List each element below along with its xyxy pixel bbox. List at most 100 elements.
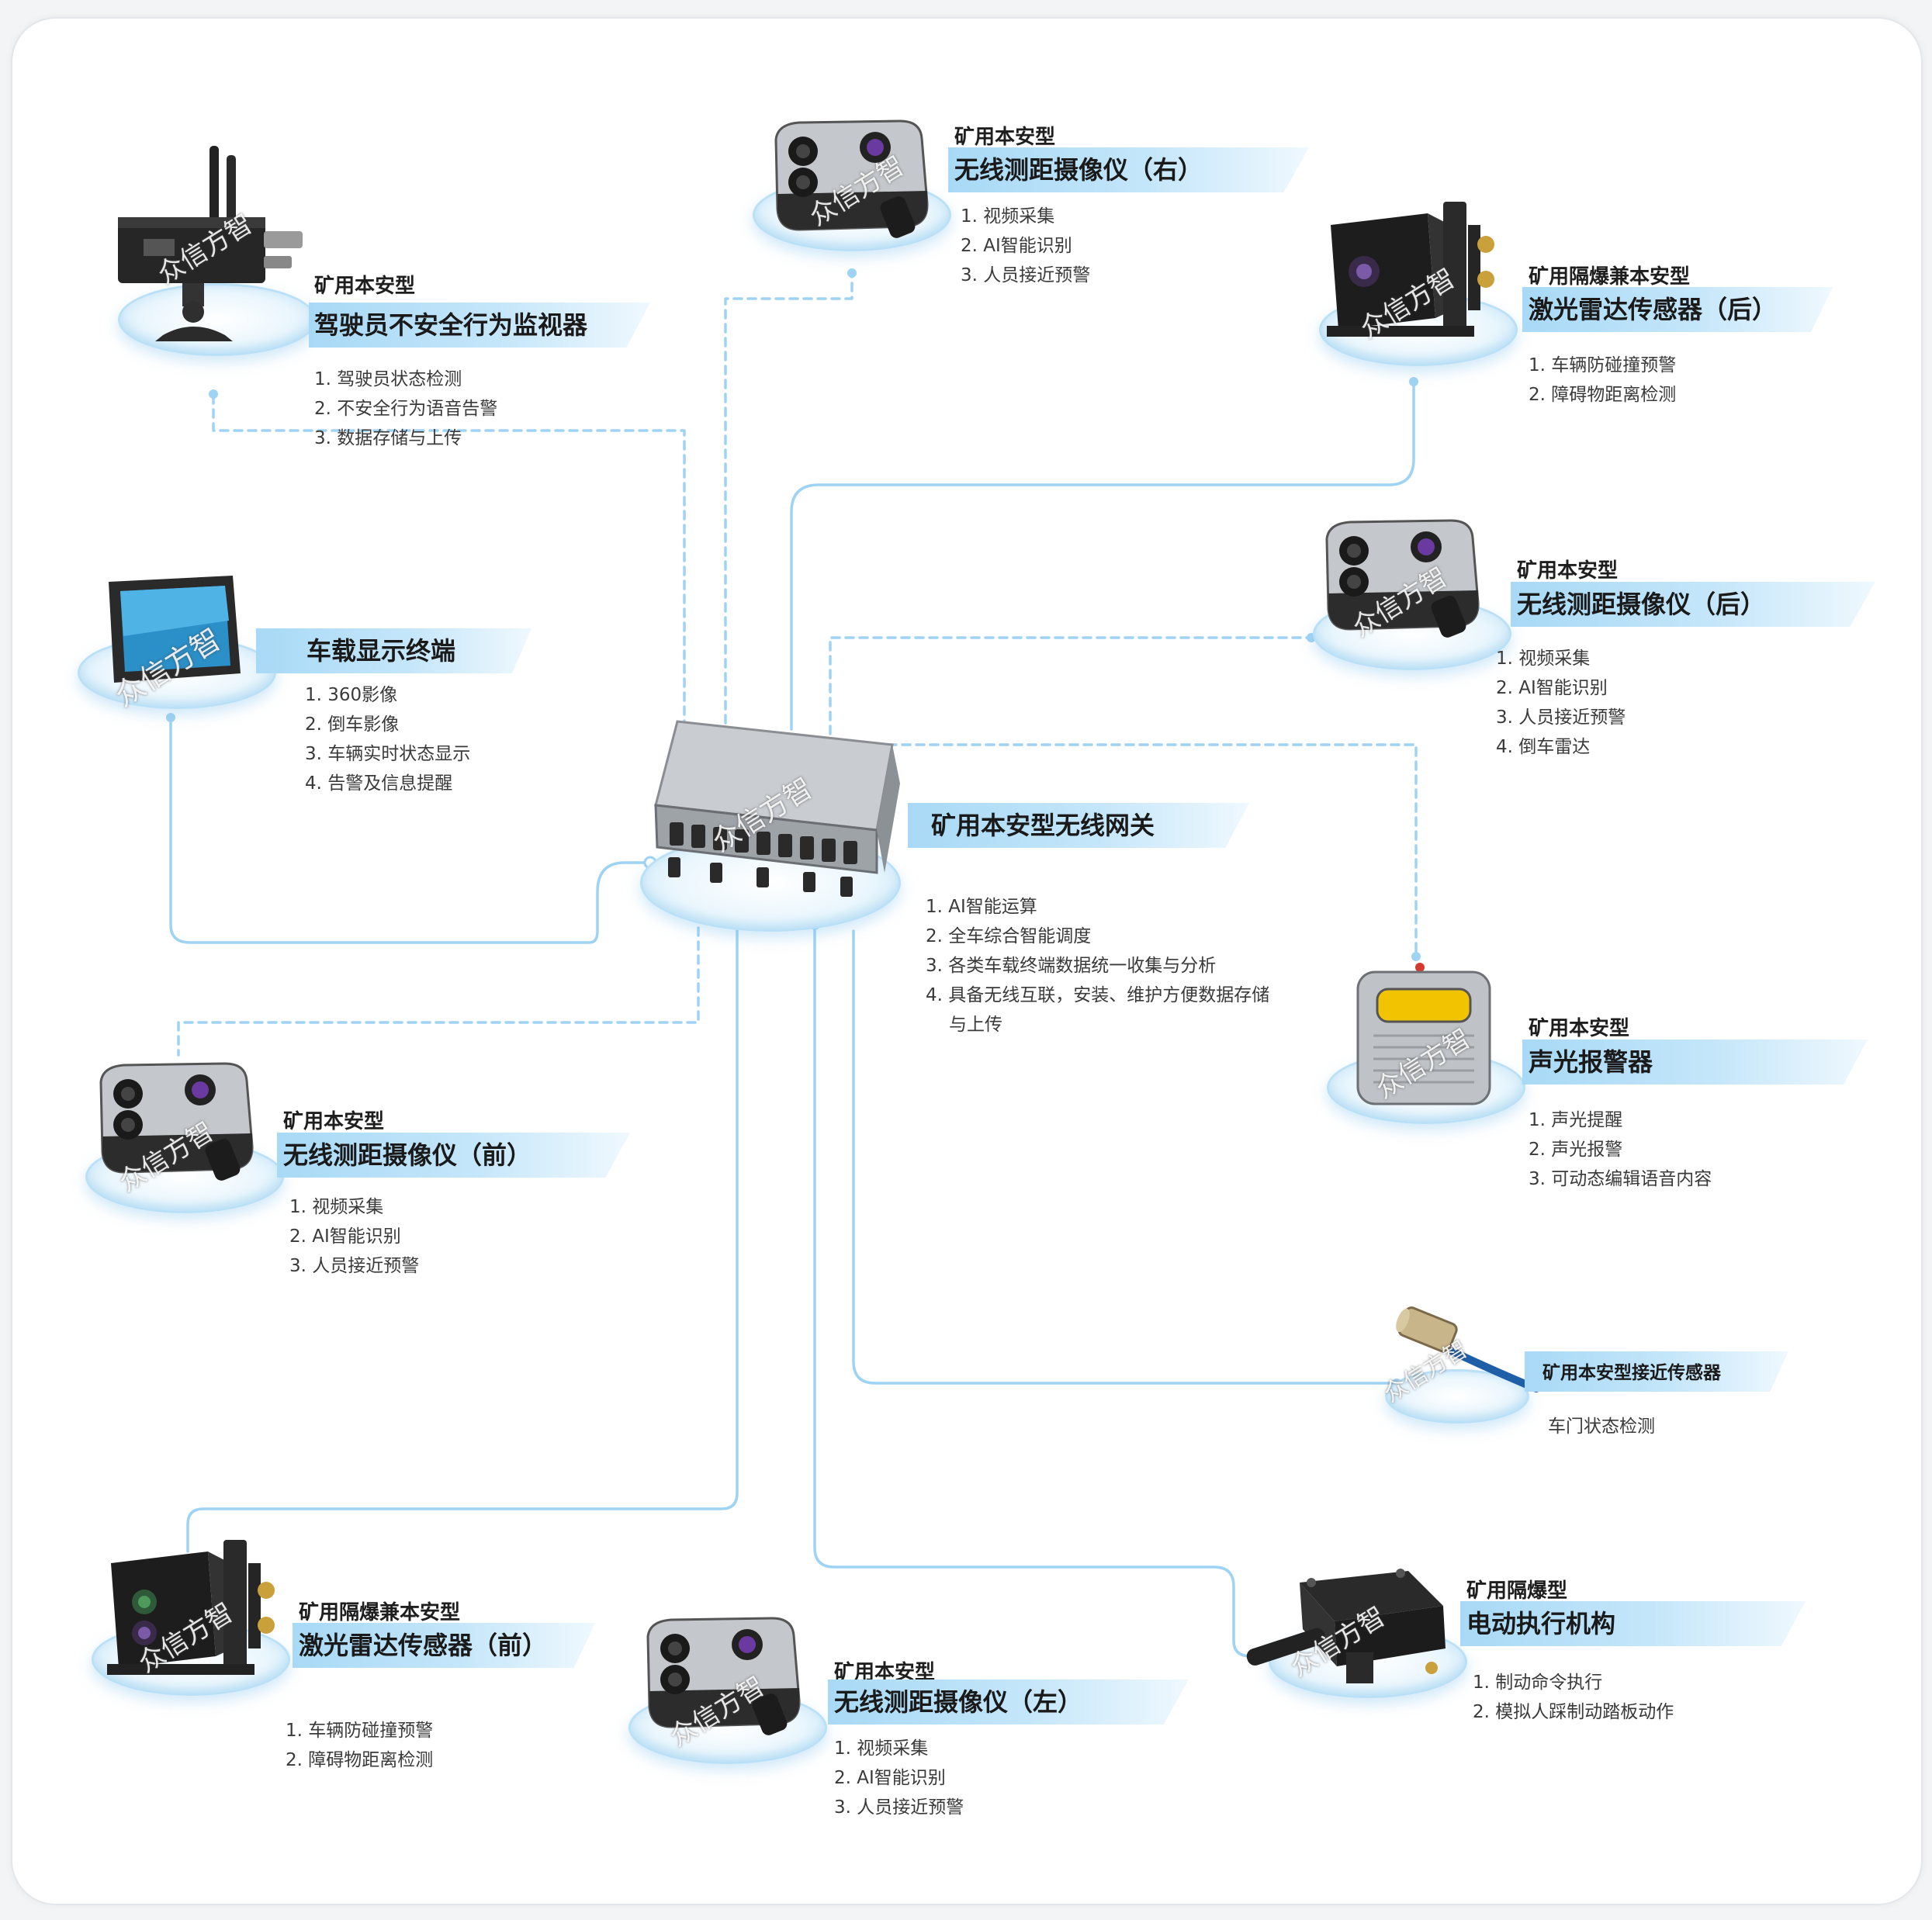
feature-item: 1. 视频采集 <box>1496 649 1591 669</box>
gateway-features: 1. AI智能运算 2. 全车综合智能调度 3. 各类车载终端数据统一收集与分析… <box>926 892 1275 1040</box>
actuator-title: 电动执行机构 <box>1466 1609 1616 1638</box>
wire-proximity-sensor <box>852 929 1398 1385</box>
feature-item: 2. 障碍物距离检测 <box>286 1750 434 1770</box>
alarm-features: 1. 声光提醒 2. 声光报警 3. 可动态编辑语音内容 <box>1529 1105 1712 1194</box>
feature-item: 4. 具备无线互联，安装、维护方便数据存储与上传 <box>926 985 1270 1035</box>
lidar-rear-subtitle: 矿用隔爆兼本安型 <box>1529 265 1691 289</box>
driver-monitor-features: 1. 驾驶员状态检测 2. 不安全行为语音告警 3. 数据存储与上传 <box>314 365 497 453</box>
feature-item: 车门状态检测 <box>1548 1417 1655 1437</box>
wire-alarm <box>887 743 1418 960</box>
title-band <box>1460 1601 1806 1646</box>
feature-item: 1. AI智能运算 <box>926 897 1037 917</box>
camera-rear-title: 无线测距摄像仪（后） <box>1517 590 1766 619</box>
proximity-sensor-features: 车门状态检测 <box>1548 1412 1655 1441</box>
camera-left-icon <box>646 1617 801 1735</box>
lidar-front-title: 激光雷达传感器（前） <box>299 1631 548 1660</box>
actuator-subtitle: 矿用隔爆型 <box>1466 1579 1568 1603</box>
wire-actuator <box>813 922 1282 1658</box>
feature-item: 1. 视频采集 <box>289 1197 384 1217</box>
camera-rear-icon <box>1325 519 1480 638</box>
camera-front-icon <box>99 1062 254 1181</box>
actuator-icon <box>1246 1569 1446 1683</box>
wire-camera-rear <box>829 636 1313 777</box>
feature-item: 4. 倒车雷达 <box>1496 737 1591 757</box>
gateway-title: 矿用本安型无线网关 <box>931 811 1155 840</box>
camera-right-features: 1. 视频采集 2. AI智能识别 3. 人员接近预警 <box>961 202 1090 290</box>
device-pedestal <box>118 283 317 356</box>
camera-right-title: 无线测距摄像仪（右） <box>954 155 1203 185</box>
feature-item: 2. 倒车影像 <box>305 714 400 735</box>
wire-endpoint <box>1411 952 1421 961</box>
wire-endpoint <box>847 268 857 278</box>
feature-item: 2. AI智能识别 <box>834 1768 946 1788</box>
feature-item: 2. 模拟人踩制动踏板动作 <box>1473 1702 1674 1722</box>
title-band <box>908 803 1249 848</box>
feature-item: 1. 360影像 <box>305 685 398 705</box>
title-band <box>1525 1351 1788 1392</box>
title-band <box>293 1623 595 1668</box>
lidar-rear-icon <box>1327 202 1494 337</box>
lidar-rear-title: 激光雷达传感器（后） <box>1529 295 1778 324</box>
wire-lidar-front <box>186 906 739 1553</box>
wire-endpoint <box>1409 377 1418 386</box>
feature-item: 2. AI智能识别 <box>961 236 1072 256</box>
title-band <box>828 1680 1189 1725</box>
feature-item: 2. 不安全行为语音告警 <box>314 399 498 419</box>
display-terminal-title: 车载显示终端 <box>306 636 456 666</box>
camera-front-subtitle: 矿用本安型 <box>283 1110 385 1133</box>
camera-front-features: 1. 视频采集 2. AI智能识别 3. 人员接近预警 <box>289 1192 419 1281</box>
wire-camera-right <box>724 270 853 739</box>
feature-item: 1. 视频采集 <box>834 1738 929 1759</box>
device-pedestal <box>1385 1369 1529 1424</box>
wire-driver-monitor <box>212 394 686 777</box>
feature-item: 1. 车辆防碰撞预警 <box>1529 355 1677 375</box>
display-terminal-features: 1. 360影像 2. 倒车影像 3. 车辆实时状态显示 4. 告警及信息提醒 <box>305 680 470 798</box>
feature-item: 2. 全车综合智能调度 <box>926 926 1092 946</box>
lidar-front-features: 1. 车辆防碰撞预警 2. 障碍物距离检测 <box>286 1716 433 1775</box>
driver-monitor-subtitle: 矿用本安型 <box>314 275 416 298</box>
feature-item: 2. AI智能识别 <box>1496 678 1608 698</box>
title-band <box>256 628 531 673</box>
camera-left-features: 1. 视频采集 2. AI智能识别 3. 人员接近预警 <box>834 1734 964 1822</box>
camera-left-title: 无线测距摄像仪（左） <box>834 1687 1083 1717</box>
alarm-title: 声光报警器 <box>1529 1047 1653 1077</box>
title-band <box>1522 287 1833 332</box>
feature-item: 3. 可动态编辑语音内容 <box>1529 1169 1712 1189</box>
feature-item: 1. 制动命令执行 <box>1473 1673 1603 1693</box>
feature-item: 3. 人员接近预警 <box>1496 707 1626 728</box>
lidar-front-icon <box>107 1540 275 1675</box>
driver-monitor-icon <box>118 146 303 341</box>
feature-item: 3. 人员接近预警 <box>961 265 1091 285</box>
wire-camera-front <box>177 898 700 1057</box>
proximity-sensor-icon <box>1396 1306 1540 1392</box>
title-band <box>948 147 1309 192</box>
camera-right-subtitle: 矿用本安型 <box>954 126 1056 149</box>
wire-endpoint <box>209 389 218 399</box>
display-terminal-icon <box>109 576 241 683</box>
feature-item: 1. 驾驶员状态检测 <box>314 369 462 389</box>
feature-item: 3. 各类车载终端数据统一收集与分析 <box>926 956 1217 976</box>
feature-item: 3. 人员接近预警 <box>289 1256 420 1276</box>
wire-display-terminal <box>169 716 652 944</box>
camera-rear-subtitle: 矿用本安型 <box>1517 559 1619 583</box>
wire-lidar-rear <box>790 380 1415 731</box>
feature-item: 1. 声光提醒 <box>1529 1110 1623 1130</box>
feature-item: 2. AI智能识别 <box>289 1226 401 1247</box>
feature-item: 3. 数据存储与上传 <box>314 428 462 448</box>
title-band <box>1511 582 1875 627</box>
actuator-features: 1. 制动命令执行 2. 模拟人踩制动踏板动作 <box>1473 1668 1674 1727</box>
alarm-icon <box>1356 963 1491 1105</box>
feature-item: 1. 车辆防碰撞预警 <box>286 1721 434 1741</box>
alarm-subtitle: 矿用本安型 <box>1529 1017 1630 1040</box>
feature-item: 3. 车辆实时状态显示 <box>305 744 471 764</box>
feature-item: 3. 人员接近预警 <box>834 1797 964 1818</box>
feature-item: 2. 声光报警 <box>1529 1140 1623 1160</box>
driver-monitor-title: 驾驶员不安全行为监视器 <box>314 310 588 340</box>
camera-rear-features: 1. 视频采集 2. AI智能识别 3. 人员接近预警 4. 倒车雷达 <box>1496 644 1626 762</box>
feature-item: 4. 告警及信息提醒 <box>305 773 453 794</box>
title-band <box>277 1133 630 1178</box>
lidar-rear-features: 1. 车辆防碰撞预警 2. 障碍物距离检测 <box>1529 351 1676 410</box>
camera-right-icon <box>774 119 929 238</box>
lidar-front-subtitle: 矿用隔爆兼本安型 <box>299 1601 461 1624</box>
title-band <box>309 303 650 348</box>
